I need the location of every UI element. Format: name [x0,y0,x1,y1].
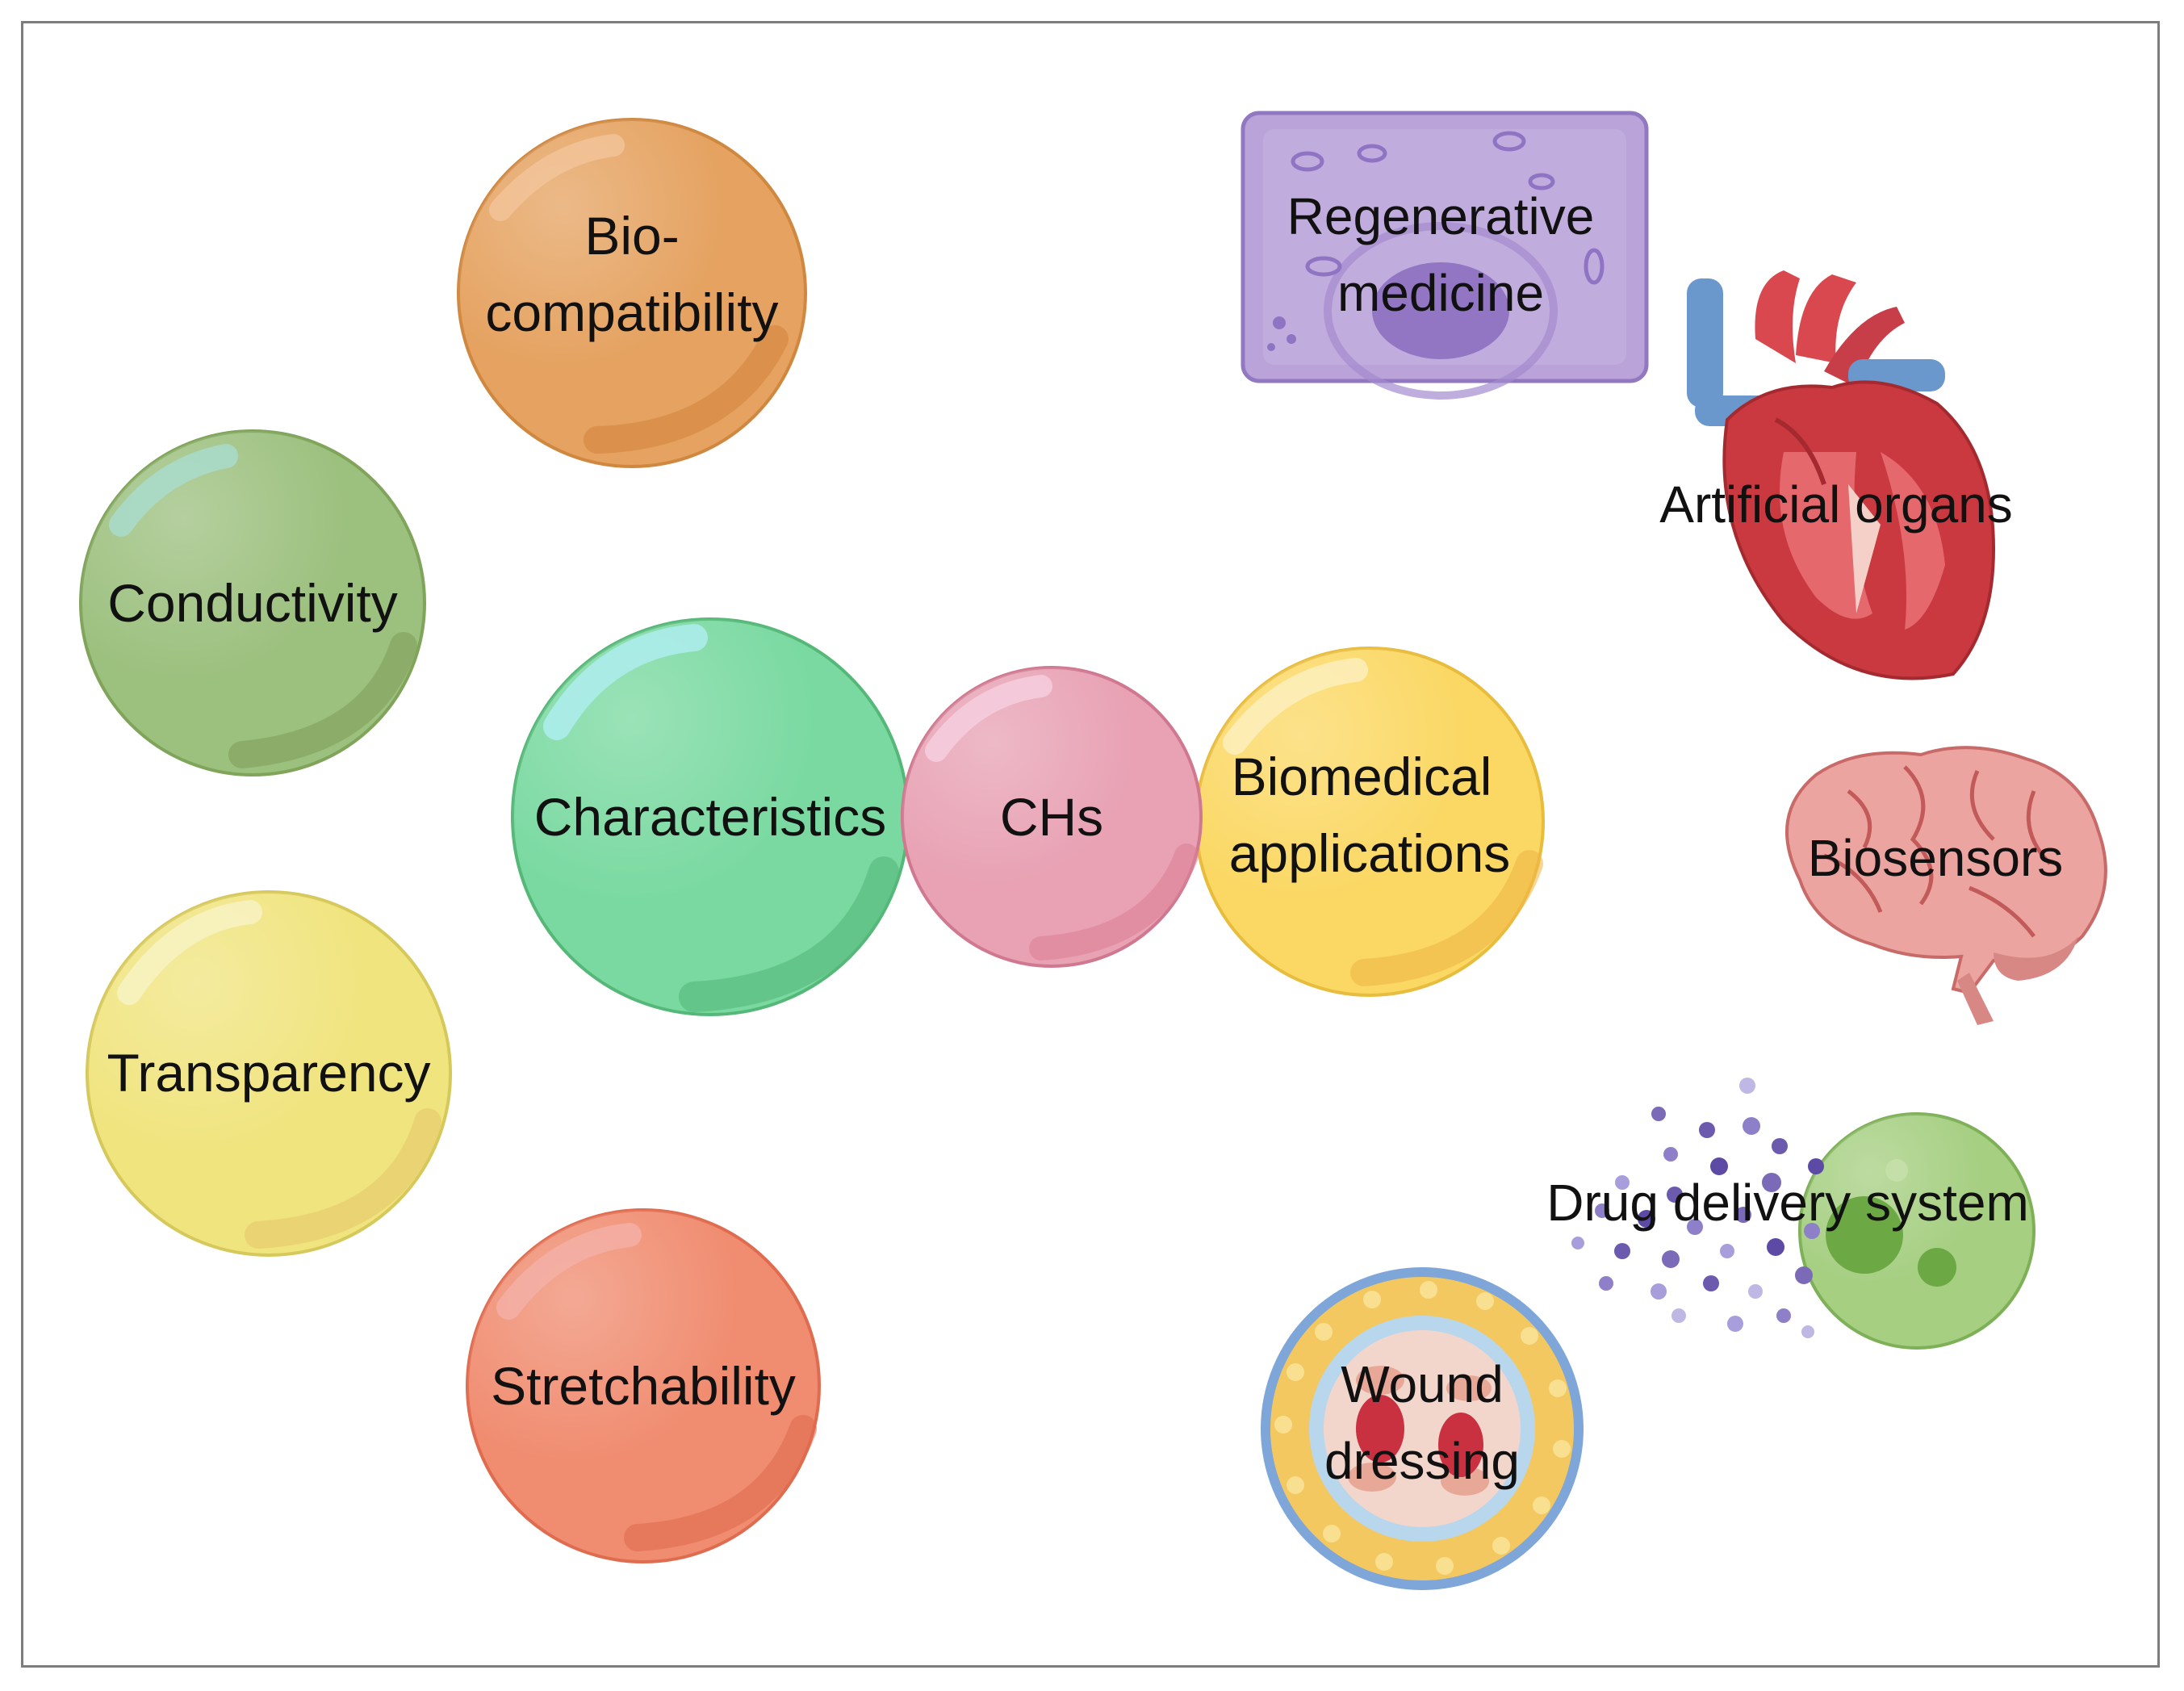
applications-hub-label-line1: Biomedical [1232,747,1492,806]
stretchability-label: Stretchability [491,1356,796,1416]
applications-hub-label-line2: applications [1229,823,1511,883]
artificial-organs-item: Artificial organs [1659,270,2013,680]
biocompatibility-bubble: Bio- compatibility [457,118,807,468]
drug-delivery-system-item: Drug delivery system [1546,1078,2035,1350]
artificial-organs-label: Artificial organs [1659,475,2013,534]
regenerative-medicine-label-line1: Regenerative [1287,187,1595,245]
biosensors-item: Biosensors [1785,746,2107,1025]
conductivity-bubble: Conductivity [79,429,426,776]
wound-dressing-label-line2: dressing [1324,1432,1520,1490]
characteristics-hub-bubble: Characteristics [511,617,910,1016]
wound-dressing-item: Wound dressing [1261,1267,1584,1590]
transparency-label: Transparency [107,1043,430,1103]
characteristics-hub-label: Characteristics [534,787,886,847]
stretchability-bubble: Stretchability [466,1208,821,1563]
heart-icon [1687,270,1996,680]
brain-icon [1785,746,2107,1025]
chs-center-label: CHs [1000,787,1103,847]
chs-center-bubble: CHs [901,666,1203,968]
cell-icon [1241,111,1649,400]
regenerative-medicine-label-line2: medicine [1337,264,1544,322]
drug-particle-icon [1571,1078,2035,1350]
biocompatibility-label-line1: Bio- [584,206,679,266]
regenerative-medicine-item: Regenerative medicine [1241,111,1649,400]
applications-hub-bubble: Biomedical applications [1195,647,1545,997]
biocompatibility-label-line2: compatibility [485,283,778,342]
vessel-cross-section-icon [1261,1267,1584,1590]
transparency-bubble: Transparency [86,890,452,1257]
drug-delivery-system-label: Drug delivery system [1546,1174,2029,1232]
wound-dressing-label-line1: Wound [1341,1355,1504,1413]
conductivity-label: Conductivity [107,573,398,633]
biosensors-label: Biosensors [1808,829,2064,887]
